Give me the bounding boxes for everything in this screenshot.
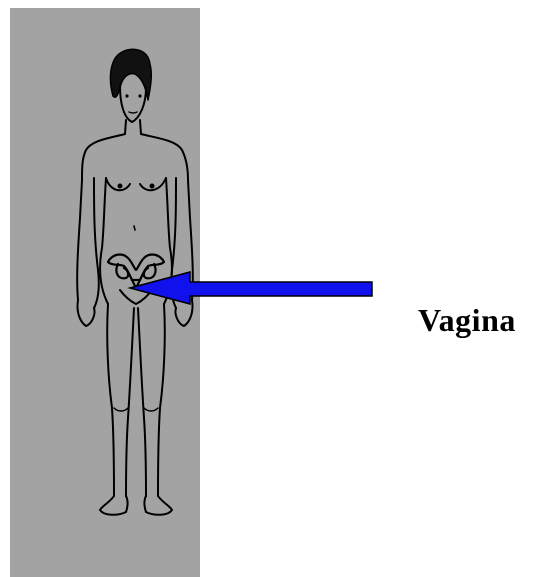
arrow-shape [130, 272, 372, 304]
vagina-label: Vagina [418, 302, 516, 339]
